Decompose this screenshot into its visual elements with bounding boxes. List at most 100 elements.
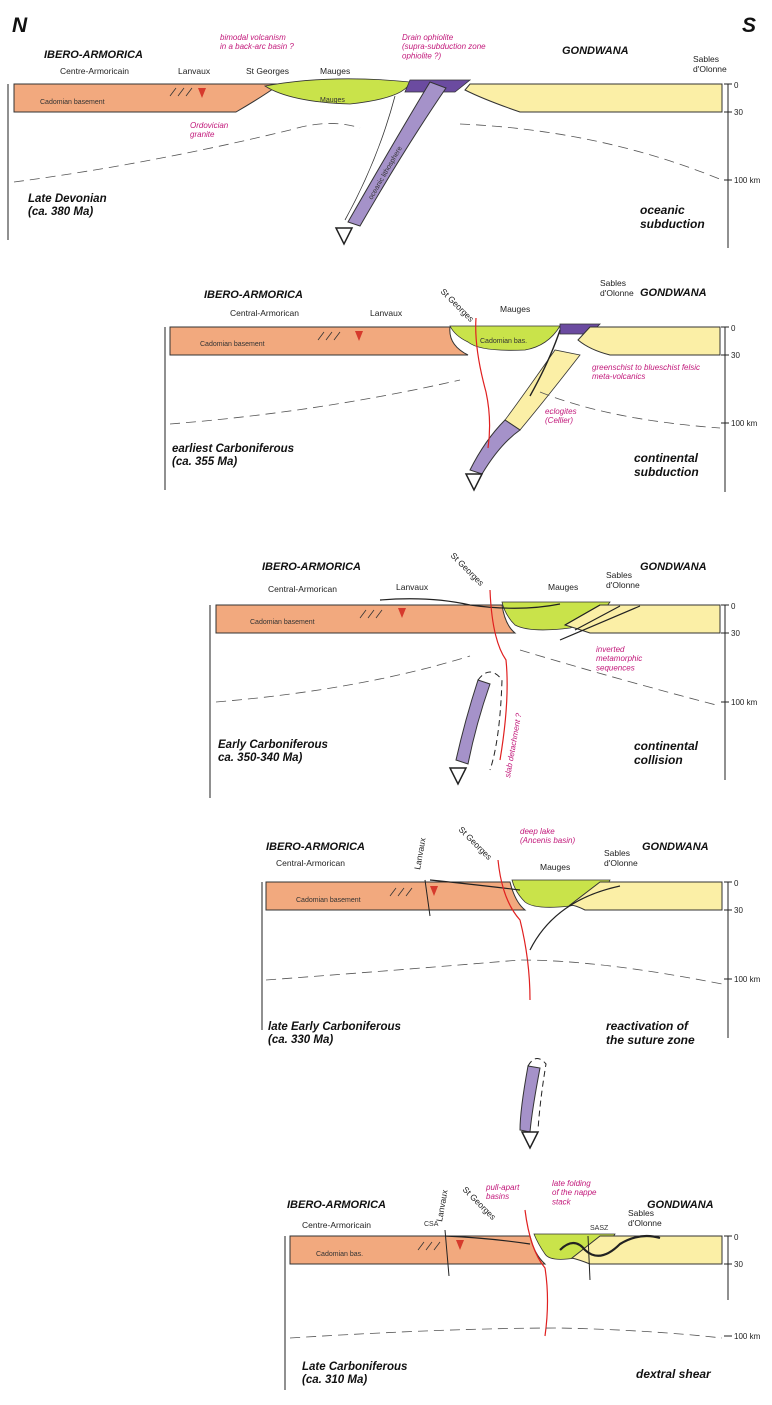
south-label: S — [742, 14, 756, 37]
depth-0: 0 — [734, 81, 739, 90]
place-central: Centre-Armoricain — [60, 66, 129, 76]
panel-late-devonian: IBERO-ARMORICA GONDWANA Centre-Armoricai… — [8, 33, 761, 248]
detached-slab — [520, 1066, 540, 1132]
panel-early-carboniferous: IBERO-ARMORICA GONDWANA Central-Armorica… — [210, 550, 758, 798]
panel-late-carboniferous: IBERO-ARMORICA GONDWANA Centre-Armoricai… — [285, 1179, 761, 1390]
place-lanvaux: Lanvaux — [412, 836, 428, 870]
depth-0: 0 — [734, 879, 739, 888]
slab-arrow — [450, 768, 466, 784]
place-central: Centre-Armoricain — [302, 1220, 371, 1230]
panel-late-early-carboniferous: IBERO-ARMORICA GONDWANA Central-Armorica… — [262, 824, 761, 1148]
depth-0: 0 — [731, 324, 736, 333]
depth-100: 100 km — [731, 698, 758, 707]
gondwana-crust — [465, 84, 722, 112]
depth-30: 30 — [734, 906, 743, 915]
place-sasz: SASZ — [590, 1225, 609, 1232]
north-label: N — [12, 14, 28, 37]
suture-fault — [525, 1210, 548, 1336]
basement-label: Cadomian basement — [250, 619, 315, 626]
depth-100: 100 km — [734, 975, 761, 984]
age-label: late Early Carboniferous(ca. 330 Ma) — [268, 1021, 401, 1046]
age-label: earliest Carboniferous(ca. 355 Ma) — [172, 443, 294, 468]
place-mauges: Mauges — [500, 304, 530, 314]
place-central: Central-Armorican — [268, 584, 337, 594]
process-label: dextral shear — [636, 1367, 712, 1381]
south-block-label: GONDWANA — [562, 45, 629, 57]
panel-earliest-carboniferous: IBERO-ARMORICA GONDWANA Central-Armorica… — [165, 278, 758, 492]
note-pull-apart: pull-apartbasins — [485, 1183, 520, 1201]
age-label: Late Devonian(ca. 380 Ma) — [28, 193, 107, 218]
depth-100: 100 km — [734, 176, 761, 185]
north-block-label: IBERO-ARMORICA — [287, 1199, 386, 1211]
note-deep-lake: deep lake(Ancenis basin) — [520, 827, 575, 845]
place-mauges: Mauges — [548, 582, 578, 592]
gondwana-crust — [578, 327, 720, 355]
note-eclogites: eclogites(Cellier) — [545, 407, 577, 425]
mauges-label: Mauges — [320, 97, 345, 104]
place-stgeorges: St Georges — [439, 286, 476, 323]
place-csa: CSA — [424, 1221, 439, 1228]
place-mauges: Mauges — [540, 862, 570, 872]
place-lanvaux: Lanvaux — [370, 308, 403, 318]
place-stgeorges: St Georges — [246, 66, 289, 76]
subducting-slab — [456, 680, 490, 764]
slab-label: oceanic lithosphere — [368, 145, 404, 201]
north-block-label: IBERO-ARMORICA — [262, 561, 361, 573]
depth-100: 100 km — [731, 419, 758, 428]
place-mauges: Mauges — [320, 66, 350, 76]
place-central: Central-Armorican — [276, 858, 345, 868]
depth-0: 0 — [731, 602, 736, 611]
basement-label: Cadomian basement — [200, 341, 265, 348]
depth-30: 30 — [734, 1260, 743, 1269]
place-lanvaux: Lanvaux — [434, 1188, 450, 1222]
depth-30: 30 — [731, 629, 740, 638]
place-lanvaux: Lanvaux — [178, 66, 211, 76]
south-block-label: GONDWANA — [640, 287, 707, 299]
basement-label: Cadomian basement — [296, 897, 361, 904]
armorica-basement — [14, 84, 280, 112]
lithosphere-base-north — [14, 123, 360, 182]
north-block-label: IBERO-ARMORICA — [266, 841, 365, 853]
mauges-label: Cadomian bas. — [480, 338, 527, 345]
depth-100: 100 km — [734, 1332, 761, 1341]
slab-arrow — [522, 1132, 538, 1148]
south-block-label: GONDWANA — [642, 841, 709, 853]
place-stgeorges: St Georges — [457, 824, 494, 861]
lithosphere-base-south — [460, 124, 722, 180]
place-central: Central-Armorican — [230, 308, 299, 318]
slab-arrow — [466, 474, 482, 490]
slab-arrow — [336, 228, 352, 244]
south-block-label: GONDWANA — [640, 561, 707, 573]
depth-30: 30 — [734, 108, 743, 117]
basement-label: Cadomian basement — [40, 99, 105, 106]
depth-30: 30 — [731, 351, 740, 360]
depth-0: 0 — [734, 1233, 739, 1242]
place-stgeorges: St Georges — [449, 550, 486, 587]
subducting-slab — [470, 420, 520, 474]
north-block-label: IBERO-ARMORICA — [204, 289, 303, 301]
south-block-label: GONDWANA — [647, 1199, 714, 1211]
place-lanvaux: Lanvaux — [396, 582, 429, 592]
basement-label: Cadomian bas. — [316, 1251, 363, 1258]
gondwana-crust — [572, 1236, 722, 1264]
age-label: Late Carboniferous(ca. 310 Ma) — [302, 1361, 407, 1386]
note-slab-detachment: slab detachment ? — [503, 712, 523, 778]
armorica-basement — [290, 1236, 545, 1264]
north-block-label: IBERO-ARMORICA — [44, 49, 143, 61]
